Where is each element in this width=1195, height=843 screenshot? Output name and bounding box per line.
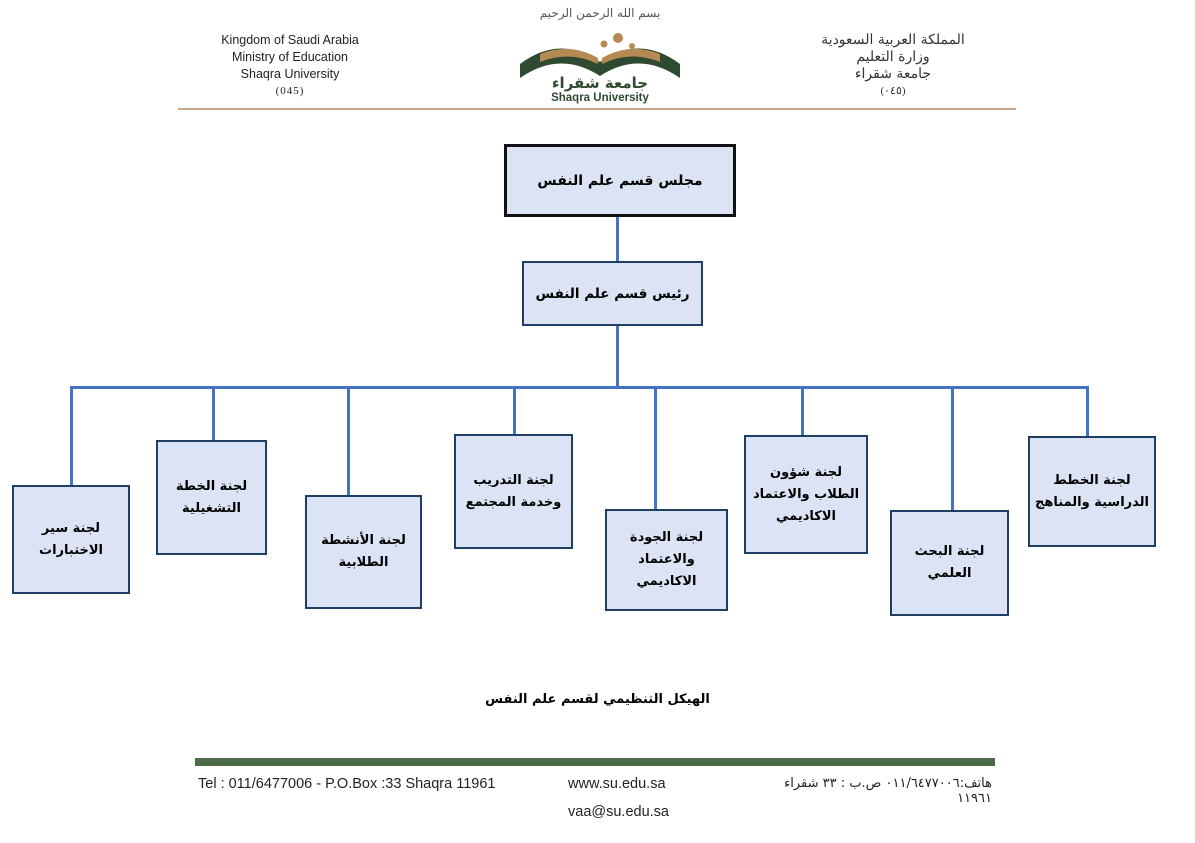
letterhead-ministry: Ministry of Education [231,50,349,64]
letterhead-arabic-block: المملكة العربية السعودية وزارة التعليم ج… [768,32,1018,100]
connector-drop-c4 [654,386,657,511]
department-chair-label: رئيس قسم علم النفس [535,285,690,302]
committee-scientific-research: لجنة البحث العلمي [890,510,1009,616]
committee-operational-plan: لجنة الخطة التشغيلية [156,440,267,555]
footer-contact-arabic: هاتف:٠١١/٦٤٧٧٠٠٦ ص.ب : ٣٣ شقراء ١١٩٦١ [784,776,992,806]
committee-student-affairs: لجنة شؤون الطلاب والاعتماد الاكاديمي [744,435,868,554]
committee-line: الطلاب والاعتماد [752,486,860,502]
committee-study-plans: لجنة الخطط الدراسية والمناهج [1028,436,1156,547]
footer-email-link[interactable]: vaa@su.edu.sa [568,804,669,820]
letterhead-country-ar: المملكة العربية السعودية [821,32,965,48]
connector-drop-c6 [347,386,350,497]
chart-caption: الهيكل التنظيمي لقسم علم النفس [485,692,710,707]
letterhead: Kingdom of Saudi Arabia Ministry of Educ… [130,0,1058,120]
letterhead-divider [178,108,1016,110]
committee-line: وخدمة المجتمع [465,494,562,510]
committee-line: الدراسية والمناهج [1035,494,1149,510]
letterhead-country: Kingdom of Saudi Arabia [221,33,359,47]
committee-line: والاعتماد [638,552,695,567]
committee-line: الاختبارات [39,542,104,558]
footer-website-link[interactable]: www.su.edu.sa [568,776,666,792]
committee-line: لجنة شؤون [769,464,843,480]
department-council-label: مجلس قسم علم النفس [537,172,703,189]
committee-line: لجنة الخطط [1053,472,1131,488]
committee-training-community: لجنة التدريب وخدمة المجتمع [454,434,573,549]
committee-line: لجنة سير [41,520,101,536]
committee-line: العلمي [927,566,972,581]
connector-drop-c8 [70,386,73,487]
logo-name-english: Shaqra University [551,92,649,104]
connector-drop-c3 [801,386,804,437]
letterhead-university: Shaqra University [240,67,340,81]
department-chair-node: رئيس قسم علم النفس [522,261,703,326]
letterhead-code: (045) [275,85,305,97]
connector-drop-c2 [951,386,954,512]
logo-name-arabic: جامعة شقراء [551,74,649,92]
committee-line: لجنة الخطة [175,478,248,494]
letterhead-english-block: Kingdom of Saudi Arabia Ministry of Educ… [170,32,410,100]
basmala-calligraphy: بسم الله الرحمن الرحيم [539,6,661,20]
department-council-node: مجلس قسم علم النفس [504,144,736,217]
open-book-logo-icon [520,33,680,78]
connector-drop-c1 [1086,386,1089,438]
committee-quality-accreditation: لجنة الجودة والاعتماد الاكاديمي [605,509,728,611]
letterhead-code-ar: (٠٤٥) [880,85,906,97]
footer-contact-english: Tel : 011/6477006 - P.O.Box :33 Shaqra 1… [198,776,496,792]
connector-drop-c5 [513,386,516,436]
connector-drop-c7 [212,386,215,442]
committee-exams-conduct: لجنة سير الاختبارات [12,485,130,594]
committee-line: التشغيلية [182,500,242,516]
committee-line: الاكاديمي [636,574,697,589]
footer-bar [195,758,995,766]
committee-line: الطلابية [338,555,389,570]
connector-chair-to-bus [616,326,619,388]
letterhead-university-ar: جامعة شقراء [854,66,932,82]
connector-horizontal-bus [70,386,1089,389]
committee-line: لجنة البحث [914,544,985,559]
committee-line: الاكاديمي [776,508,836,524]
committee-student-activities: لجنة الأنشطة الطلابية [305,495,422,609]
committee-line: لجنة الجودة [629,530,704,545]
committee-line: لجنة التدريب [473,472,554,488]
connector-board-to-chair [616,216,619,262]
committee-line: لجنة الأنشطة [321,533,406,548]
letterhead-ministry-ar: وزارة التعليم [856,49,930,65]
university-logo: بسم الله الرحمن الرحيم جامعة شقراء Shaqr… [500,6,700,106]
